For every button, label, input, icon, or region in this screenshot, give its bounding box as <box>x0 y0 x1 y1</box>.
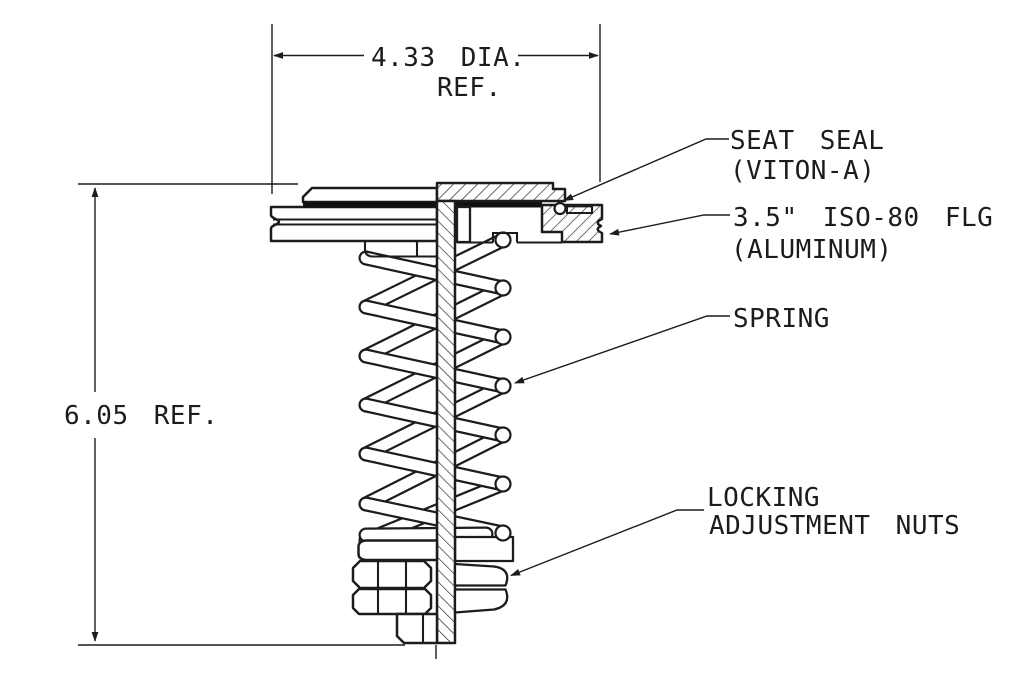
label-seat-seal-line1: SEAT SEAL <box>730 126 884 156</box>
locking-nuts-section <box>453 562 509 614</box>
dimension-height-value: 6.05 REF. <box>64 401 218 431</box>
label-flange-line2: (ALUMINUM) <box>731 235 893 265</box>
callout-locking-nuts: LOCKING ADJUSTMENT NUTS <box>510 483 960 577</box>
spring-retainer-cap <box>435 181 567 203</box>
seat-seal-sheet <box>303 202 542 208</box>
label-flange-line1: 3.5" ISO-80 FLG <box>733 203 993 233</box>
spring-washer <box>357 539 439 562</box>
spring-wire-sections <box>494 231 512 542</box>
label-locking-nuts-line1: LOCKING <box>707 483 820 513</box>
spring <box>358 232 511 548</box>
label-spring: SPRING <box>733 304 830 334</box>
leader-spring <box>514 315 730 384</box>
hex-nut-upper <box>351 559 433 590</box>
leader-seat-seal <box>563 138 729 202</box>
o-ring-seal <box>553 201 567 216</box>
o-ring-groove <box>565 205 594 215</box>
callout-flange: 3.5" ISO-80 FLG (ALUMINUM) <box>609 203 993 265</box>
label-seat-seal-line2: (VITON-A) <box>730 156 875 186</box>
leader-locking-nuts <box>510 509 704 577</box>
threaded-stud-end <box>395 612 439 645</box>
callout-seat-seal: SEAT SEAL (VITON-A) <box>563 126 884 202</box>
valve-stem <box>435 199 457 645</box>
flange-body <box>540 203 604 244</box>
dimension-diameter: 4.33 DIA. REF. <box>271 24 601 194</box>
disc-clamp-boss <box>301 186 439 204</box>
dimension-diameter-ref: REF. <box>437 73 502 103</box>
disc-hub <box>363 241 437 258</box>
leader-flange <box>609 214 730 236</box>
hub-strip-section <box>455 205 472 244</box>
label-locking-nuts-line2: ADJUSTMENT NUTS <box>709 511 960 541</box>
hex-nut-lower <box>351 587 433 616</box>
dimension-height: 6.05 REF. <box>64 183 405 646</box>
valve-disc-plate <box>269 205 439 243</box>
dimension-diameter-value: 4.33 DIA. <box>371 43 525 73</box>
callout-spring: SPRING <box>514 304 830 384</box>
